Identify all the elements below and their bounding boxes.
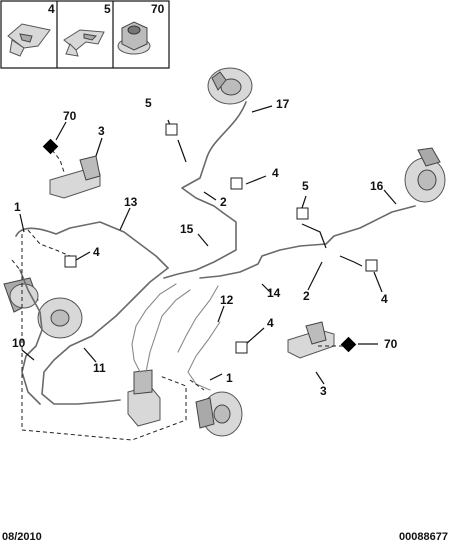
assembly-lines bbox=[11, 149, 350, 441]
footer-reference: 00088677 bbox=[399, 531, 448, 543]
spring-clip-icon bbox=[63, 29, 105, 57]
leader-lines bbox=[19, 105, 397, 385]
callout-70-left: 70 bbox=[63, 109, 77, 123]
ref-box-70-right bbox=[340, 336, 357, 353]
ref-box-5-right bbox=[296, 207, 309, 220]
callout-5-right: 5 bbox=[302, 179, 309, 193]
pipe-bracket-left bbox=[49, 155, 101, 199]
callout-14: 14 bbox=[267, 286, 281, 300]
abs-hydraulic-unit bbox=[127, 369, 161, 427]
callout-10: 10 bbox=[12, 336, 26, 350]
callout-12: 12 bbox=[220, 293, 234, 307]
flange-nut-icon bbox=[117, 21, 151, 55]
callout-5-upper: 5 bbox=[145, 96, 152, 110]
ref-box-4-lower bbox=[235, 341, 248, 354]
callout-3-left: 3 bbox=[98, 124, 105, 138]
ref-box-5-upper bbox=[165, 123, 178, 136]
reference-boxes bbox=[42, 123, 378, 354]
footer-date: 08/2010 bbox=[2, 531, 42, 543]
ref-box-70-left bbox=[42, 138, 59, 155]
callout-2-right: 2 bbox=[303, 289, 310, 303]
rear-brake-disc-right bbox=[404, 147, 446, 203]
callout-1-lower: 1 bbox=[226, 371, 233, 385]
callout-15: 15 bbox=[180, 222, 194, 236]
thumb-label-5: 5 bbox=[104, 2, 111, 16]
ref-box-4-right bbox=[365, 259, 378, 272]
callout-17: 17 bbox=[276, 97, 290, 111]
clip-icon bbox=[7, 23, 51, 57]
thumb-label-4: 4 bbox=[48, 2, 55, 16]
pipe-bracket-right bbox=[287, 321, 335, 359]
front-brake-disc-right bbox=[195, 391, 243, 437]
callout-13: 13 bbox=[124, 195, 138, 209]
rear-brake-disc-upper bbox=[207, 67, 253, 105]
callout-70-right: 70 bbox=[384, 337, 398, 351]
brake-pipes bbox=[15, 101, 416, 405]
callout-16: 16 bbox=[370, 179, 384, 193]
callout-4-left: 4 bbox=[93, 245, 100, 259]
ref-box-4-left bbox=[64, 255, 77, 268]
callout-11: 11 bbox=[93, 361, 106, 375]
callout-4-upper: 4 bbox=[272, 166, 279, 180]
callouts: 70 3 1 13 4 10 11 5 17 4 2 15 5 16 2 14 … bbox=[12, 96, 398, 398]
callout-4-lower: 4 bbox=[267, 316, 274, 330]
callout-1-left: 1 bbox=[14, 200, 21, 214]
front-brake-caliper-left bbox=[3, 277, 83, 339]
ref-box-4-upper bbox=[230, 177, 243, 190]
callout-4-right: 4 bbox=[381, 292, 388, 306]
callout-2-upper: 2 bbox=[220, 195, 227, 209]
thumbnail-strip: 4 5 70 bbox=[0, 0, 170, 69]
thumb-label-70: 70 bbox=[151, 2, 165, 16]
callout-3-right: 3 bbox=[320, 384, 327, 398]
